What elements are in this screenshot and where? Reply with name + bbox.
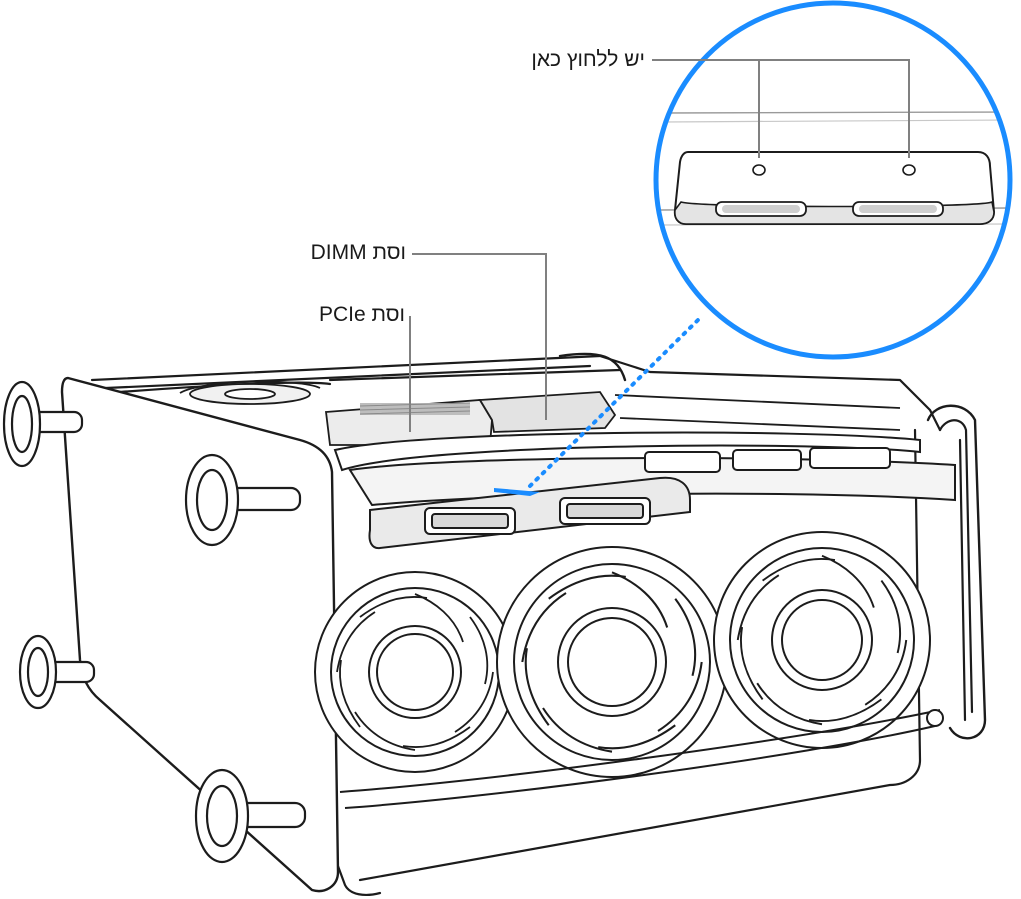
leader-dimm <box>412 253 547 420</box>
dimm-cover <box>478 391 617 433</box>
press-point-right <box>902 164 916 176</box>
latch <box>368 476 691 550</box>
lower-rail <box>339 709 944 809</box>
foot-bottom <box>194 768 307 864</box>
zoom-pointer <box>528 316 702 488</box>
cage-assembly <box>333 431 956 550</box>
zoomed-latch <box>673 151 996 225</box>
press-here-label: יש ללחוץ כאן <box>531 48 645 71</box>
feet <box>2 380 307 864</box>
leader-press-here <box>652 59 910 158</box>
latch-arrow <box>494 488 540 496</box>
press-point-left <box>752 164 766 176</box>
top-internals <box>179 380 901 446</box>
foot-low-left <box>18 634 96 710</box>
fan-left <box>314 571 516 773</box>
zoom-callout <box>653 0 1013 360</box>
leader-lines <box>409 59 910 432</box>
dimm-cover-label: וסת DIMM <box>310 241 406 264</box>
fans <box>314 531 931 778</box>
pcie-cover-label: וסת PCIe <box>318 303 405 326</box>
fan-center <box>496 546 728 778</box>
fan-right <box>713 531 931 749</box>
foot-top-left <box>2 380 84 468</box>
foot-mid-left <box>184 453 302 547</box>
